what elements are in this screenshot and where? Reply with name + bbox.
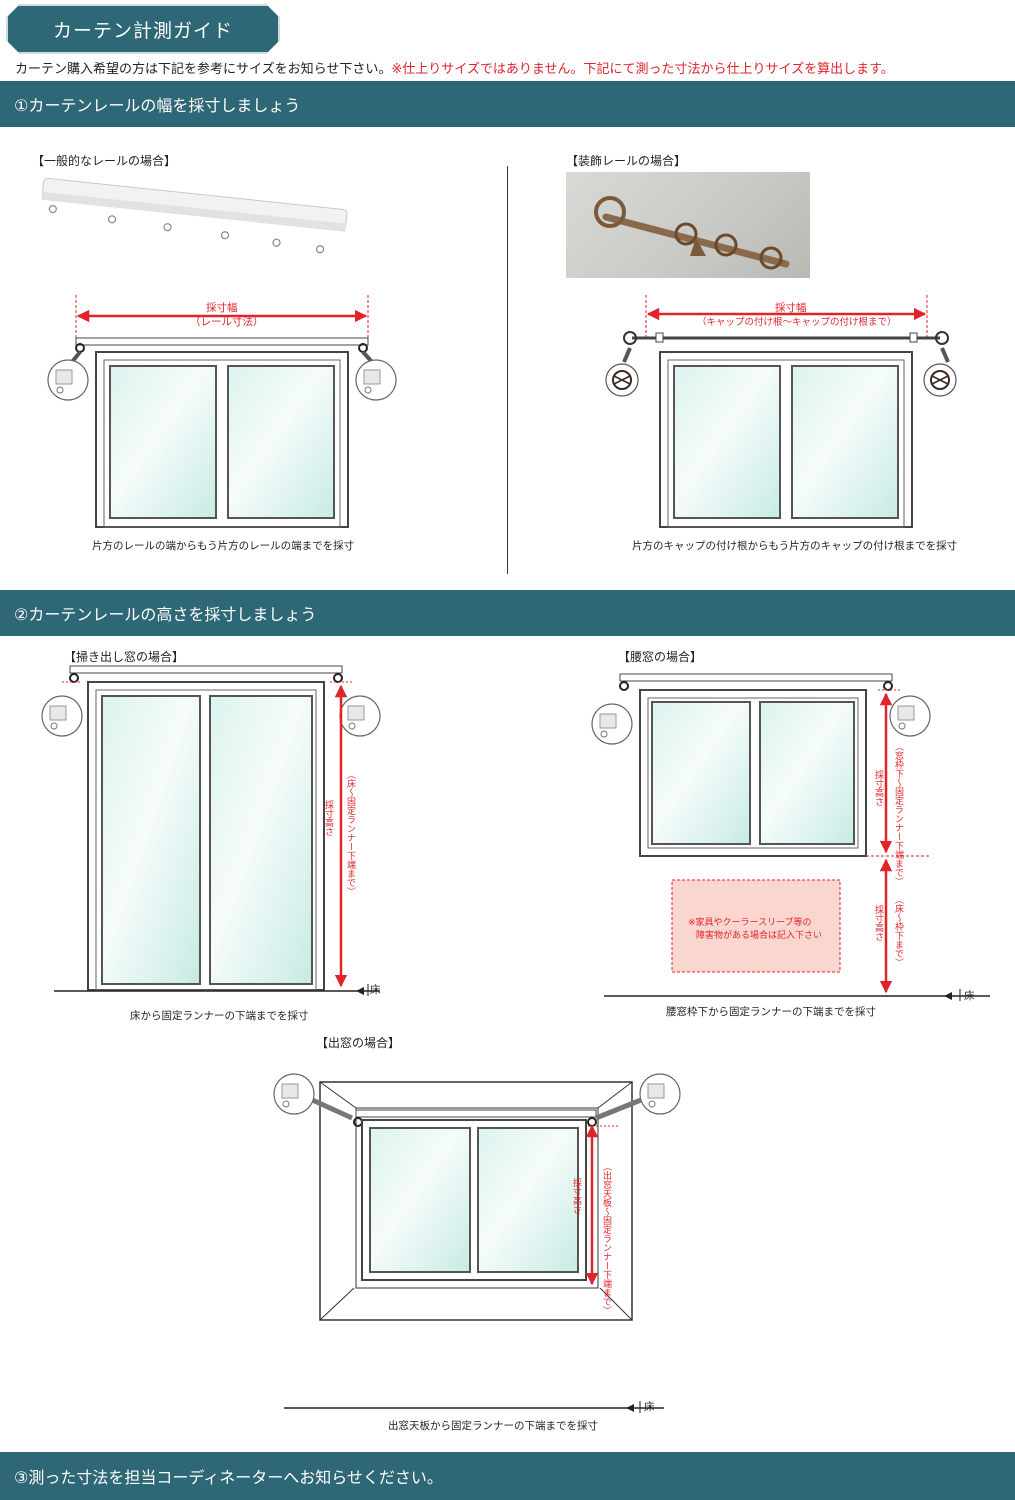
decorative-rail-label: 【装飾レールの場合】 (566, 154, 687, 168)
intro-normal: カーテン購入希望の方は下記を参考にサイズをお知らせ下さい。 (15, 62, 392, 77)
section2-heading: ②カーテンレールの高さを採寸しましょう (0, 590, 1015, 636)
waist-dim1-title: 採寸高さ (873, 770, 883, 806)
decorative-rail-photo (566, 172, 810, 278)
standard-dim-title: 採寸幅 (206, 302, 238, 314)
standard-dim-sub: （レール寸法） (190, 316, 264, 328)
bay-window-label: 【出窓の場合】 (316, 1036, 401, 1050)
bay-caption: 出窓天板から固定ランナーの下端までを採寸 (388, 1420, 598, 1432)
waist-note-line2: 障害物がある場合は記入下さい (696, 931, 823, 941)
floor-caption: 床から固定ランナーの下端までを採寸 (130, 1010, 309, 1022)
waist-caption: 腰窓枠下から固定ランナーの下端までを採寸 (666, 1006, 876, 1018)
waist-window-label: 【腰窓の場合】 (618, 650, 703, 664)
section1-divider (507, 166, 508, 574)
standard-rail-image (41, 177, 348, 254)
decorative-dim-title: 採寸幅 (775, 302, 807, 314)
decorative-window-diagram (605, 295, 957, 528)
waist-floor-label: 床 (964, 990, 975, 1002)
waist-note-line1: ※家具やクーラースリーブ等の (688, 918, 812, 928)
floor-window-label: 【掃き出し窓の場合】 (64, 650, 185, 664)
bay-window-diagram (273, 1073, 681, 1413)
intro-warning: ※仕上りサイズではありません。下記にて測った寸法から仕上りサイズを算出します。 (391, 62, 894, 77)
intro-text: カーテン購入希望の方は下記を参考にサイズをお知らせ下さい。※仕上りサイズではあり… (15, 58, 894, 77)
floor-dim-title: 採寸高さ (323, 800, 333, 836)
bay-dim-sub: （出窓天板〜固定ランナー下端まで） (601, 1162, 611, 1315)
decorative-caption: 片方のキャップの付け根からもう片方のキャップの付け根までを採寸 (632, 540, 958, 552)
standard-window-diagram (47, 295, 397, 528)
standard-rail-label: 【一般的なレールの場合】 (32, 154, 177, 168)
guide-title: カーテン計測ガイド (6, 4, 280, 54)
bay-dim-title: 採寸高さ (571, 1178, 581, 1214)
waist-dim1-sub: （窓枠下〜固定ランナー下端まで） (893, 742, 903, 886)
waist-dim2-title: 採寸高さ (873, 905, 883, 941)
bay-floor-label: 床 (644, 1401, 655, 1413)
section1-heading: ①カーテンレールの幅を採寸しましょう (0, 81, 1015, 127)
floor-label: 床 (370, 984, 381, 996)
decorative-dim-sub: （キャップの付け根〜キャップの付け根まで） (697, 317, 897, 328)
waist-window-diagram (591, 673, 990, 1001)
floor-window-diagram (41, 665, 381, 996)
waist-dim2-sub: （床〜枠下まで） (893, 895, 903, 967)
floor-dim-sub: （床〜固定ランナー下端まで） (345, 770, 355, 896)
standard-caption: 片方のレールの端からもう片方のレールの端までを採寸 (92, 540, 355, 552)
section3-heading: ③測った寸法を担当コーディネーターへお知らせください。 (0, 1452, 1015, 1500)
